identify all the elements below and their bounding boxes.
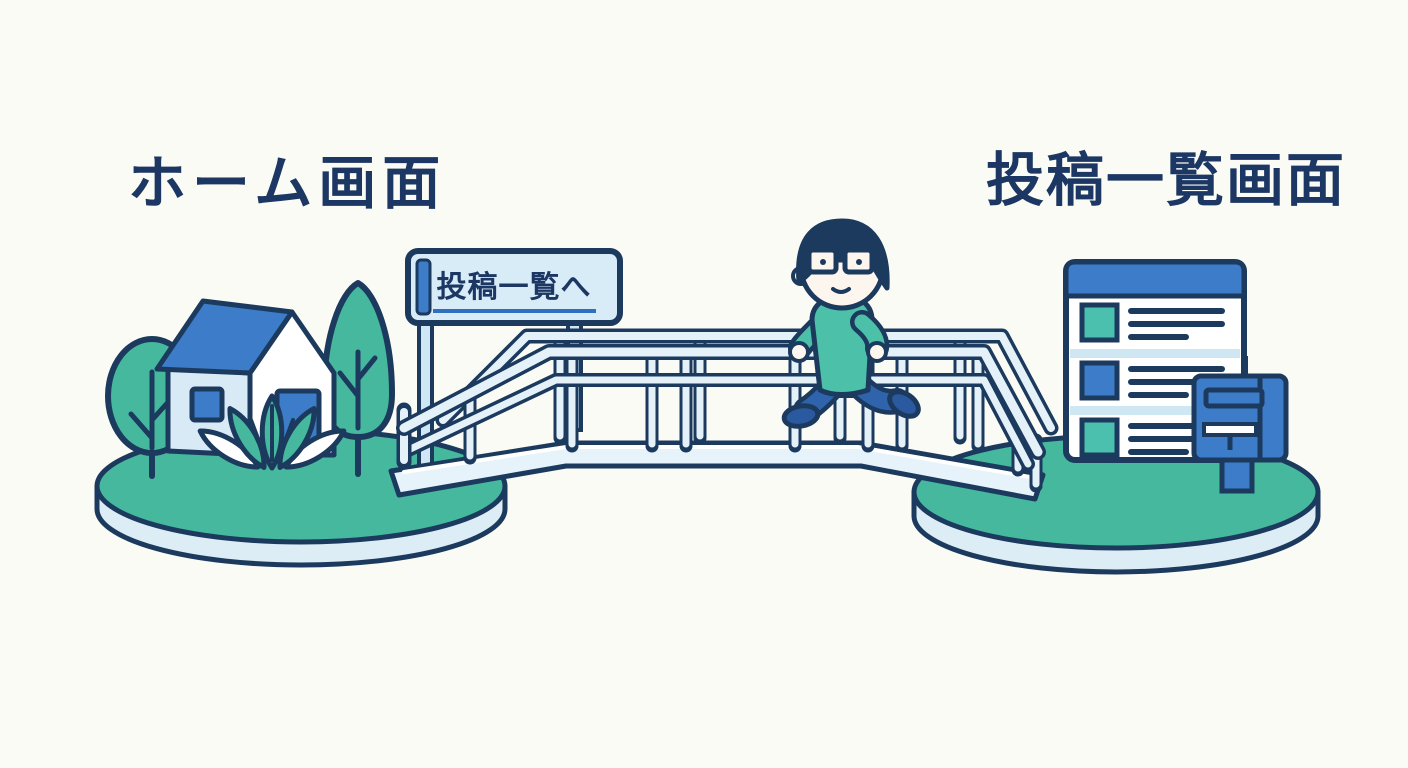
post-thumbnail: [1079, 302, 1120, 343]
walking-person: [781, 218, 921, 429]
house-window: [189, 386, 225, 423]
sign-link-text: 投稿一覧へ: [432, 262, 596, 313]
post-list-screen-label: 投稿一覧画面: [986, 148, 1347, 213]
trailing-shoe: [887, 389, 921, 419]
home-screen-label: ホーム画面: [128, 151, 447, 216]
post-thumbnail: [1079, 360, 1120, 401]
bridge-deck: [388, 440, 1046, 502]
tall-tree: [321, 280, 395, 477]
post-list-item: [1079, 302, 1225, 343]
trailing-hand: [866, 341, 888, 363]
leading-shoe: [781, 403, 821, 429]
leading-hand: [788, 341, 810, 363]
glasses-icon: [800, 247, 883, 275]
post-thumbnail: [1079, 417, 1120, 458]
post-list-item: [1079, 360, 1225, 401]
smile: [831, 287, 851, 294]
sign-board: [405, 248, 623, 326]
sign-text: 投稿一覧へ: [412, 256, 616, 318]
house-roof: [154, 298, 295, 376]
sign-accent-strip: [415, 258, 432, 316]
board-header-bar: [1063, 259, 1247, 299]
plant: [197, 393, 347, 471]
bridge: [388, 328, 1059, 502]
person-head: [791, 218, 890, 311]
mail-slot: [1203, 387, 1265, 409]
mailbox-icon: [1191, 356, 1289, 494]
